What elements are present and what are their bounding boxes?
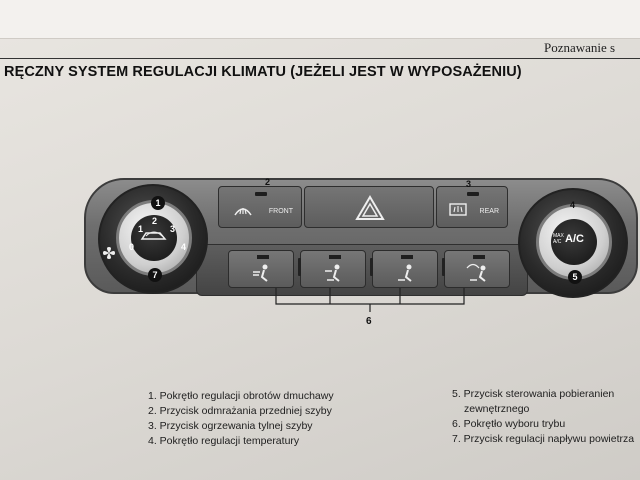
callout-5: 5 [568,270,582,284]
legend-item: 2. Przycisk odmrażania przedniej szyby [148,405,332,417]
callout-3: 3 [466,179,472,189]
mode-feet-button[interactable] [372,250,438,288]
legend-item: 1. Pokrętło regulacji obrotów dmuchawy [148,390,334,402]
page-top-edge [0,0,640,39]
temperature-knob[interactable]: A/C MAX A/C 5 [518,188,628,298]
fan-digit-2: 2 [152,216,158,226]
mode-separator [442,258,445,276]
legend-left: 1. Pokrętło regulacji obrotów dmuchawy 2… [148,389,334,449]
callout-2: 2 [265,177,271,187]
mode-separator [370,258,373,276]
rear-defrost-icon [449,203,467,216]
section-title: RĘCZNY SYSTEM REGULACJI KLIMATU (JEŻELI … [4,64,522,80]
air-recirculation-button[interactable] [131,215,177,261]
front-label: FRONT [268,208,293,215]
ac-button[interactable]: A/C MAX A/C [551,219,597,265]
fan-digit-0: 0 [129,242,135,252]
rear-label: REAR [479,208,499,215]
callout-6: 6 [366,316,372,327]
legend-item: 3. Przycisk ogrzewania tylnej szyby [148,420,313,432]
rear-defrost-indicator [467,192,479,196]
fan-digit-1: 1 [138,224,144,234]
callout-7: 7 [148,268,162,282]
front-defrost-button[interactable]: FRONT [218,186,302,228]
rear-defrost-button[interactable]: REAR [436,186,508,228]
max-ac-label: MAX A/C [553,233,564,245]
legend-item: 4. Pokrętło regulacji temperatury [148,435,300,447]
callout-6-bracket [275,288,465,312]
mode-feet-defrost-button[interactable] [444,250,510,288]
legend-item-continuation: zewnętrznego [464,403,530,415]
hazard-button[interactable] [304,186,434,228]
car-recirculation-icon [140,231,167,240]
face-vent-icon [253,264,268,282]
face-feet-vent-icon [325,264,340,282]
mode-feet-defrost-indicator [473,255,485,259]
fan-digit-3: 3 [170,224,176,234]
legend-item: 5. Przycisk sterowania pobieranien [452,388,615,400]
mode-feet-indicator [401,255,413,259]
callout-4: 4 [570,200,576,210]
front-defrost-icon [234,208,252,216]
top-button-row: FRONT REAR [218,186,508,228]
hazard-triangle-icon [355,195,385,220]
ac-label: A/C [565,233,584,245]
callout-1: 1 [151,196,165,210]
fan-icon [103,247,115,259]
mode-face-feet-indicator [329,255,341,259]
fan-digit-4: 4 [181,242,187,252]
header-rule [0,58,640,59]
front-defrost-indicator [255,192,267,196]
mode-face-indicator [257,255,269,259]
mode-face-feet-button[interactable] [300,250,366,288]
fan-speed-knob-face [116,200,192,276]
mode-separator [298,258,301,276]
climate-control-panel: FRONT REAR 0 1 [80,170,638,300]
legend-right: 5. Przycisk sterowania pobieranien zewnę… [452,387,640,447]
feet-vent-icon [398,264,412,282]
legend-item: 7. Przycisk regulacji napływu powietrza [452,433,635,445]
temperature-knob-face: A/C MAX A/C [536,204,612,280]
mode-face-button[interactable] [228,250,294,288]
running-header: Poznawanie s [544,40,616,55]
legend-item: 6. Pokrętło wyboru trybu [452,418,566,430]
feet-defrost-vent-icon [466,263,486,282]
